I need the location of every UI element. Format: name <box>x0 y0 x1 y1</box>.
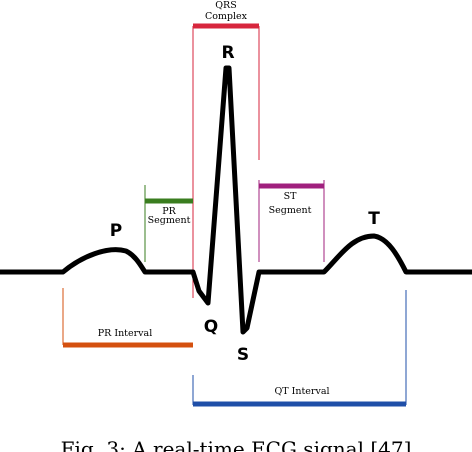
qt-interval-marker: QT Interval <box>192 290 407 407</box>
pr-segment-marker: PR Segment <box>144 185 193 262</box>
qrs-label-line1: QRS <box>215 0 236 11</box>
s-wave-label: S <box>237 345 249 365</box>
p-wave-label: P <box>110 221 122 241</box>
pr-segment-label-line2: Segment <box>148 215 191 226</box>
pr-interval-label: PR Interval <box>98 328 153 339</box>
qt-interval-label: QT Interval <box>274 386 329 397</box>
qrs-complex-marker: QRS Complex <box>192 0 260 298</box>
ecg-signal-trace <box>0 65 472 335</box>
pr-interval-marker: PR Interval <box>62 288 193 348</box>
qrs-label-line2: Complex <box>205 11 248 22</box>
figure-caption: Fig. 3: A real-time ECG signal [47] <box>61 437 412 452</box>
r-wave-label: R <box>221 43 234 63</box>
q-wave-label: Q <box>204 317 218 337</box>
pr-segment-label-line1: PR <box>162 206 176 217</box>
st-segment-label-line1: ST <box>284 191 298 202</box>
st-segment-label-line2: Segment <box>269 205 312 216</box>
st-segment-marker: ST Segment <box>258 180 325 262</box>
t-wave-label: T <box>368 209 380 229</box>
